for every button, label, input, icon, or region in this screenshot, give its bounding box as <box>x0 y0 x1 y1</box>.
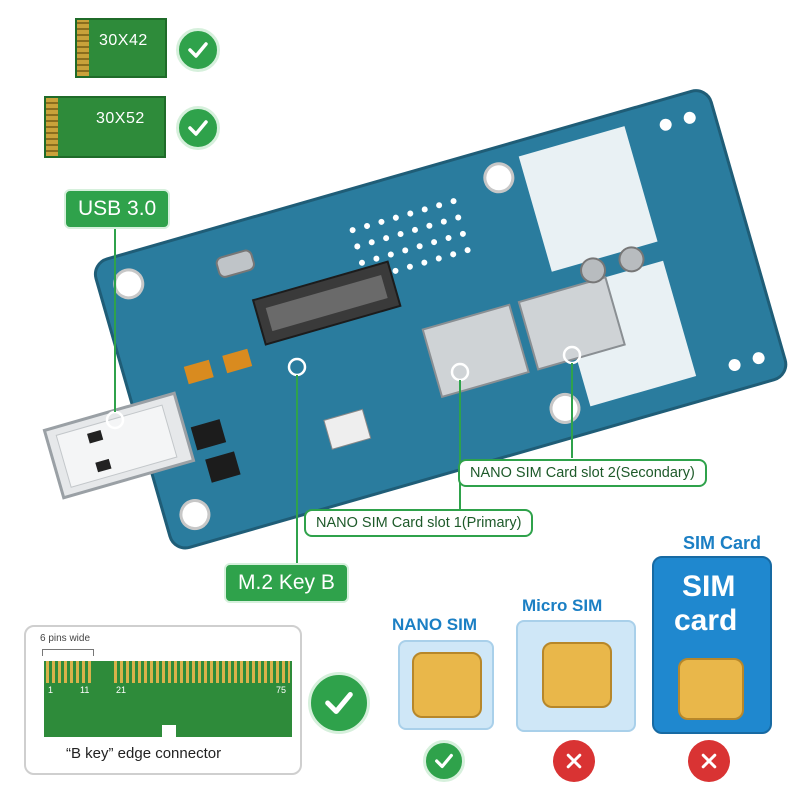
nano-sim-title: NANO SIM <box>392 615 477 634</box>
sim-slot-1-callout: NANO SIM Card slot 1(Primary) <box>304 509 534 537</box>
sim-card-text-2: card <box>674 604 738 637</box>
m2-key-b-label: M.2 Key B <box>224 563 349 603</box>
adapter-board-illustration <box>42 89 788 563</box>
sim-slot-2-callout: NANO SIM Card slot 2(Secondary) <box>458 459 707 487</box>
module-size-label: 30X52 <box>96 110 145 127</box>
micro-sim-title: Micro SIM <box>522 596 603 615</box>
module-card-30x52: 30X52 <box>44 96 166 158</box>
pin-group-left <box>46 661 92 683</box>
sim-card-title: SIM Card <box>683 533 762 553</box>
check-icon <box>176 106 220 150</box>
check-icon <box>423 740 465 782</box>
sim-chip <box>678 658 744 720</box>
pins-note: 6 pins wide <box>40 633 91 644</box>
module-gold-contacts <box>77 20 89 76</box>
micro-sim-card <box>516 620 636 732</box>
sim-chip <box>542 642 612 708</box>
pin-number-11: 11 <box>80 685 90 695</box>
usb-label: USB 3.0 <box>64 189 171 229</box>
pin-group-right <box>114 661 290 683</box>
module-card-30x42: 30X42 <box>75 18 167 78</box>
check-icon <box>308 672 370 734</box>
pins-bracket <box>42 649 94 656</box>
check-icon <box>176 28 220 72</box>
nano-sim-card <box>398 640 494 730</box>
module-size-label: 30X42 <box>99 32 148 49</box>
sim-card-text-1: SIM <box>682 570 736 603</box>
edge-connector-panel: 6 pins wide 1 11 21 75 “B key” edge conn… <box>24 625 302 775</box>
screw-notch <box>162 725 176 737</box>
cross-icon <box>553 740 595 782</box>
pin-number-21: 21 <box>116 685 127 695</box>
module-gold-contacts <box>46 98 58 156</box>
edge-connector-caption: “B key” edge connector <box>66 745 222 762</box>
cross-icon <box>688 740 730 782</box>
pin-number-1: 1 <box>48 685 54 695</box>
pin-number-75: 75 <box>276 685 287 695</box>
sim-chip <box>412 652 482 718</box>
standard-sim-card: SIM card <box>652 556 772 734</box>
